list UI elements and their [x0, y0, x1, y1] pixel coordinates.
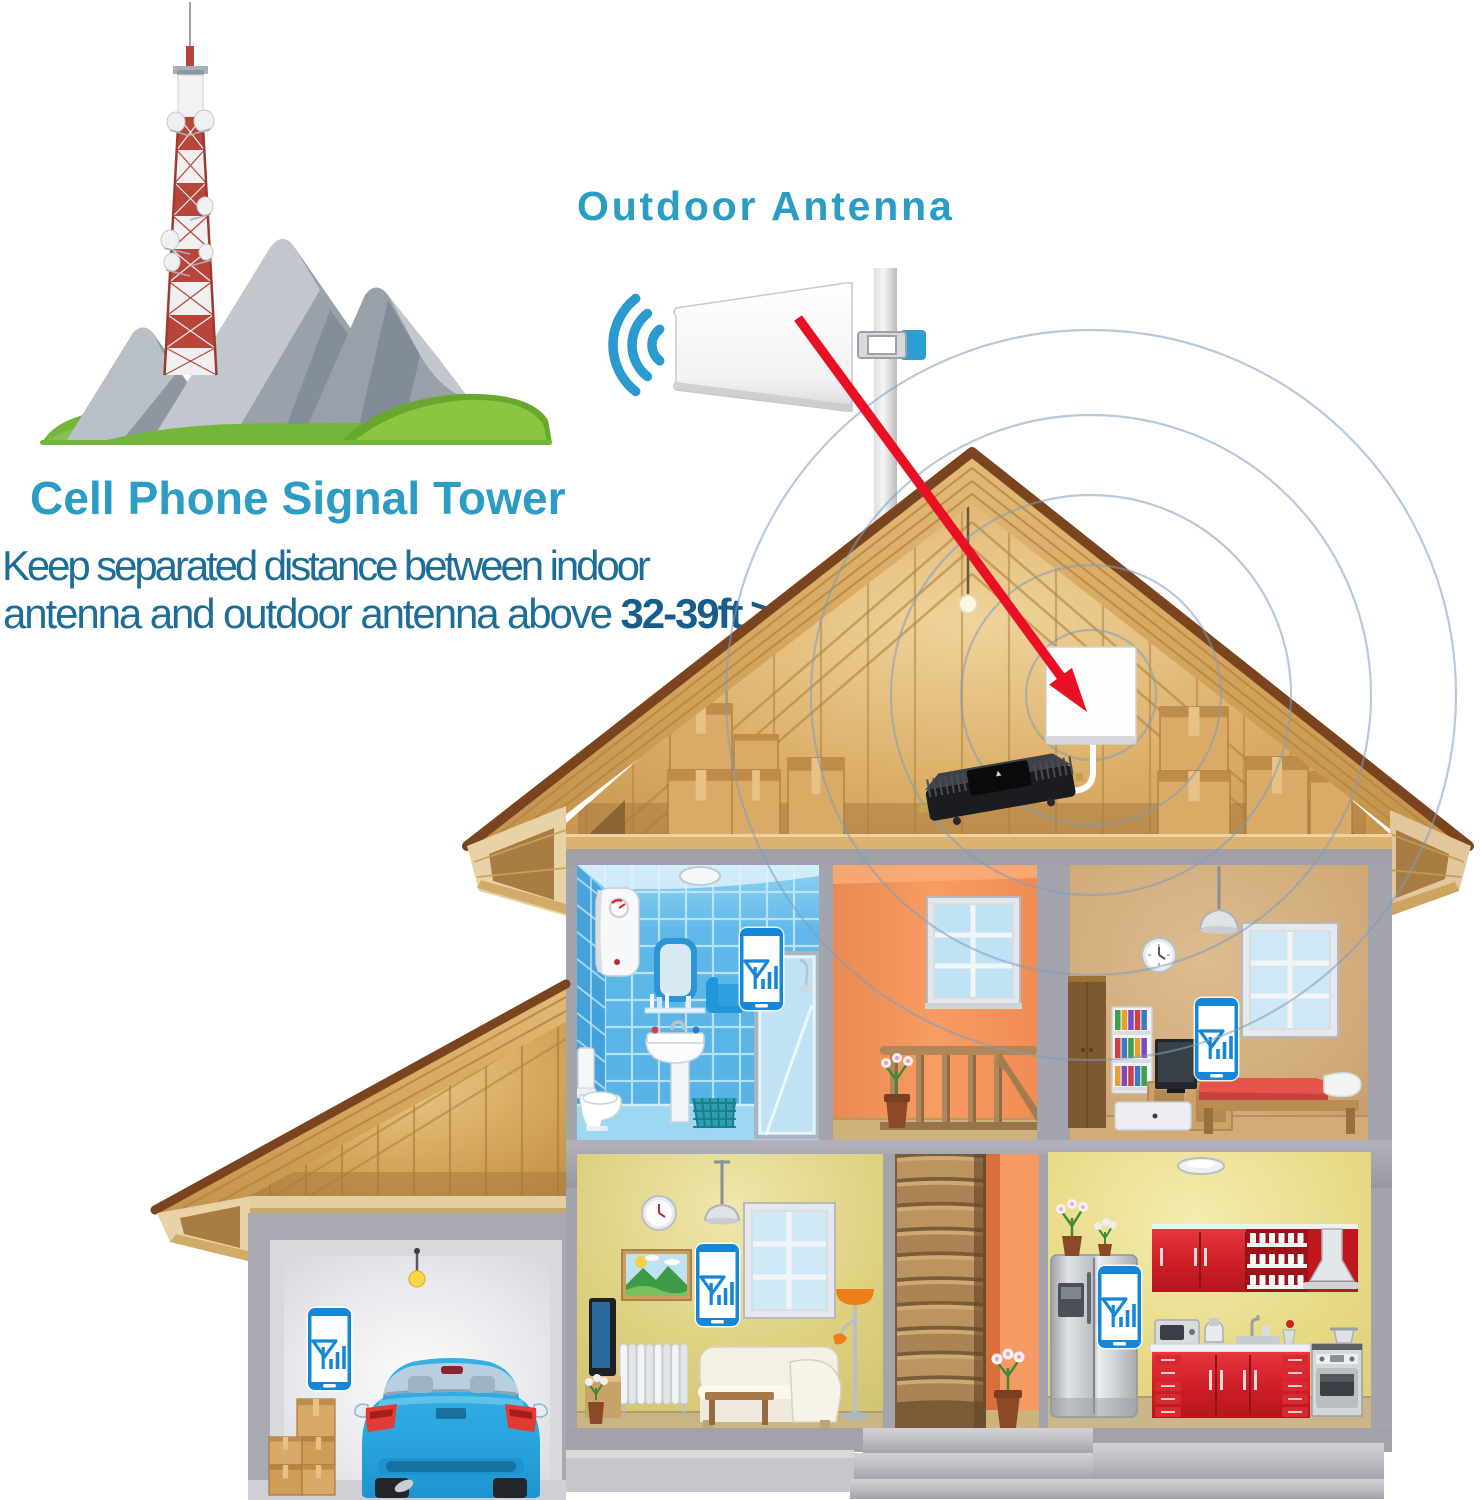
svg-text:Outdoor Antenna: Outdoor Antenna	[577, 183, 955, 229]
svg-text:Cell Phone Signal Tower: Cell Phone Signal Tower	[30, 472, 566, 524]
svg-text:▲: ▲	[993, 767, 1004, 778]
svg-text:Keep separated distance betwee: Keep separated distance between indoor	[2, 542, 651, 589]
svg-text:antenna and outdoor antenna ab: antenna and outdoor antenna above 32-39f…	[3, 590, 774, 637]
